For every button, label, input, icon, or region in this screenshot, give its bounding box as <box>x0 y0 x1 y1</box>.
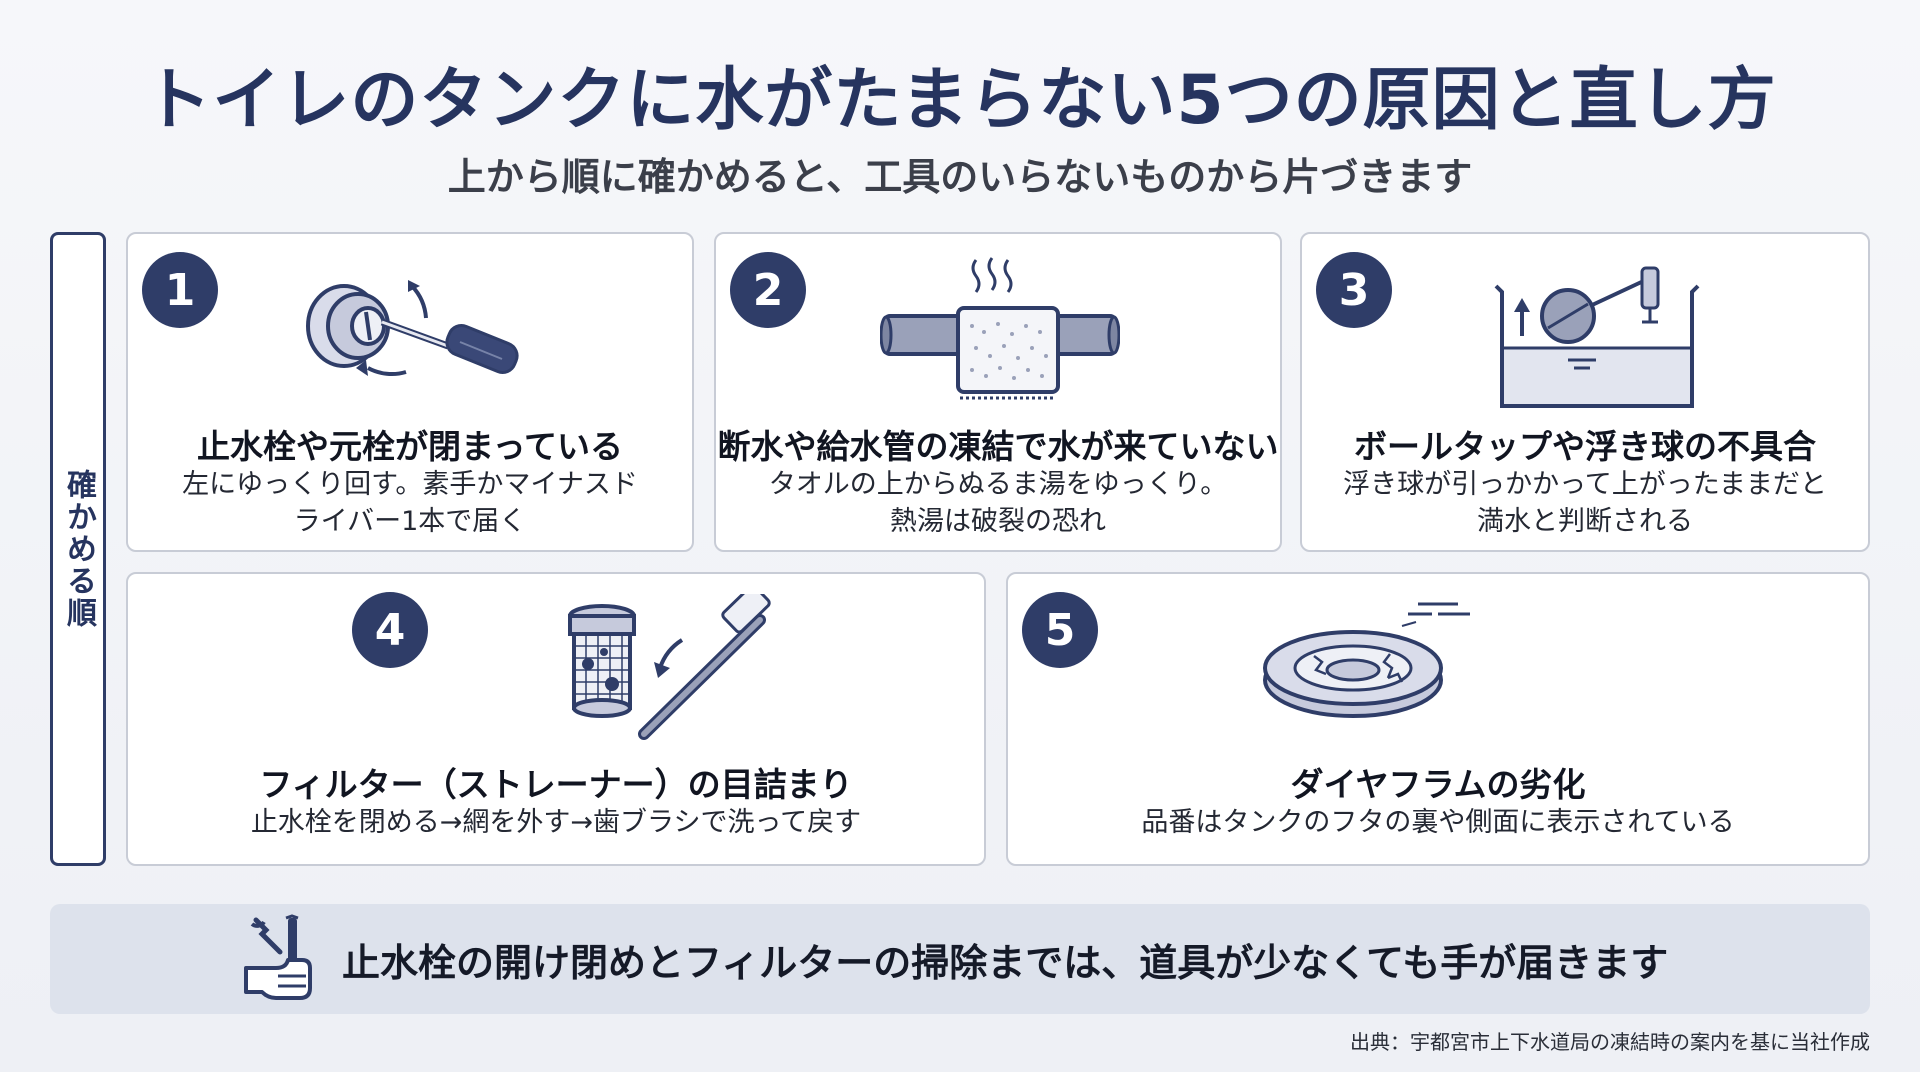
step-number-badge: 2 <box>730 252 806 328</box>
cause-card-5: 5 ダイヤフラムの劣化 品番はタンクのフタの裏や側面に表示されている <box>1006 572 1870 866</box>
pipe-towel-icon <box>880 257 1120 400</box>
source-note: 出典：宇都宮市上下水道局の凍結時の案内を基に当社作成 <box>1350 1030 1870 1054</box>
cause-title: ダイヤフラムの劣化 <box>1290 765 1586 804</box>
page-title: トイレのタンクに水がたまらない5つの原因と直し方 <box>143 61 1777 140</box>
cause-description: タオルの上からぬるま湯をゆっくり。 熱湯は破裂の恐れ <box>768 469 1228 537</box>
cause-title: フィルター（ストレーナー）の目詰まり <box>259 765 853 804</box>
diaphragm-icon <box>1263 602 1470 718</box>
cause-description: 止水栓を閉める→網を外す→歯ブラシで洗って戻す <box>250 807 862 838</box>
summary-text: 止水栓の開け閉めとフィルターの掃除までは、道具が少なくても手が届きます <box>342 940 1669 985</box>
cause-title: 断水や給水管の凍結で水が来ていない <box>717 427 1279 466</box>
step-number-badge: 3 <box>1316 252 1392 328</box>
order-side-label: 確かめる順 <box>50 232 106 866</box>
cause-description: 浮き球が引っかかって上がったままだと 満水と判断される <box>1343 469 1827 537</box>
float-ball-tank-icon <box>1494 266 1700 408</box>
summary-banner: 止水栓の開け閉めとフィルターの掃除までは、道具が少なくても手が届きます <box>50 904 1870 1014</box>
cause-description: 左にゆっくり回す。素手かマイナスド ライバー1本で届く <box>182 469 638 537</box>
page-subtitle: 上から順に確かめると、工具のいらないものから片づきます <box>447 155 1473 199</box>
step-number-badge: 4 <box>352 592 428 668</box>
hand-tools-icon <box>244 914 312 1000</box>
cause-card-1: 1 止水栓や元栓が閉まっている 左にゆっくり回す。素手かマイナスド ライバー1本… <box>126 232 694 552</box>
cause-card-3: 3 ボールタップや浮き球の不具合 浮き球が引っかかって上がったままだと 満水と判… <box>1300 232 1870 552</box>
filter-toothbrush-icon <box>568 594 771 740</box>
step-number-badge: 5 <box>1022 592 1098 668</box>
side-label-text: 確かめる順 <box>61 469 96 629</box>
cause-title: 止水栓や元栓が閉まっている <box>196 427 624 466</box>
step-number-badge: 1 <box>142 252 218 328</box>
cause-card-2: 2 断水や給水管の凍結で水が来ていない タオルの上からぬるま湯をゆっくり。 熱湯… <box>714 232 1282 552</box>
valve-screwdriver-icon <box>306 280 519 376</box>
cause-title: ボールタップや浮き球の不具合 <box>1354 427 1816 466</box>
cause-card-4: 4 フィルター（ストレーナー）の目詰まり 止水栓を閉める→網を外す→歯ブラシで洗… <box>126 572 986 866</box>
cause-description: 品番はタンクのフタの裏や側面に表示されている <box>1141 807 1735 838</box>
